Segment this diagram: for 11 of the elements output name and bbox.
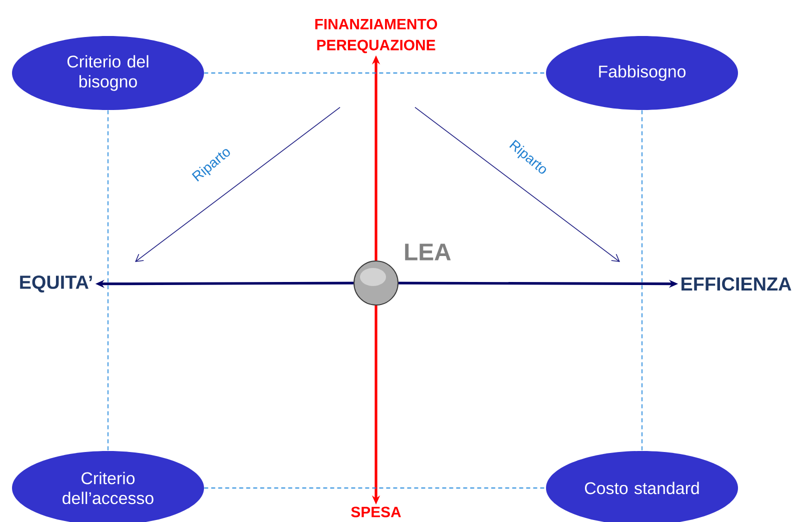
- axis-label: EFFICIENZA: [682, 277, 792, 291]
- sphere-label: LEA: [405, 244, 451, 260]
- arrow: [414, 106, 620, 262]
- sphere: [354, 260, 398, 306]
- dashed-line: [204, 72, 546, 74]
- ellipse-node: Fabbisogno: [546, 36, 738, 110]
- axis-label: SPESA: [351, 506, 401, 518]
- axis-label: EQUITA’: [20, 276, 92, 292]
- arrow: [135, 106, 340, 262]
- ellipse-node: Criterio del bisogno: [12, 36, 204, 110]
- axis-label: FINANZIAMENTO PEREQUAZIONE: [315, 18, 438, 54]
